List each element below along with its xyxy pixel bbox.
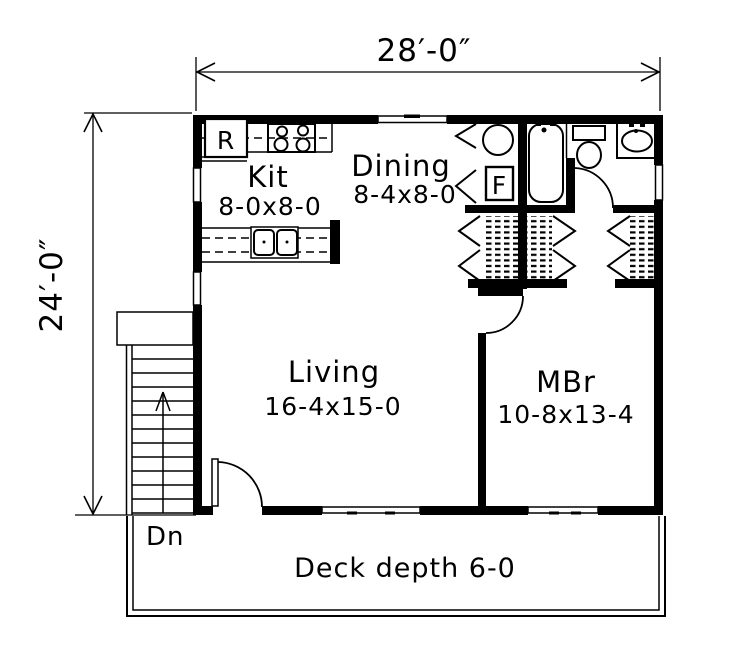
window-mullion <box>347 511 357 515</box>
window-mullion <box>385 511 395 515</box>
bathroom-door-swing <box>574 167 614 209</box>
kitchen: R Kit 8-0x8-0 <box>202 117 335 263</box>
bathroom <box>528 121 658 209</box>
kitchen-label: Kit <box>247 160 288 194</box>
mbr-label: MBr <box>536 365 596 399</box>
wall-bath-door-stub <box>566 158 575 213</box>
wall-left <box>193 305 202 515</box>
wall-kitchen-peninsula-stub <box>330 220 340 264</box>
wall-bath-bottom-right <box>613 205 663 213</box>
exterior-walls <box>193 115 663 515</box>
arrow-right-icon <box>640 62 661 82</box>
deck-door-leaf <box>211 458 219 507</box>
mbr-size-label: 10-8x13-4 <box>497 400 634 429</box>
wall-closet-bottom-left <box>468 279 567 288</box>
stair-landing <box>116 311 194 346</box>
height-dimension-label: 24′-0″ <box>34 238 70 333</box>
arrow-down-icon <box>83 495 103 516</box>
living-label: Living <box>288 355 380 389</box>
dimension-width: 28′-0″ <box>195 33 661 111</box>
living-size-label: 16-4x15-0 <box>264 392 401 421</box>
wall-bath-bottom-left <box>465 205 575 213</box>
arrow-left-icon <box>195 62 216 82</box>
wall-top <box>447 115 663 124</box>
interior-walls <box>330 124 663 508</box>
master-bedroom: MBr 10-8x13-4 <box>485 295 634 429</box>
window-bottom-living <box>321 506 421 514</box>
bathroom-sink-icon <box>616 121 658 159</box>
closets <box>457 215 654 282</box>
bifold-door-icon <box>454 123 477 204</box>
toilet-icon <box>572 125 606 169</box>
wall-top <box>196 115 378 124</box>
stove-icon <box>267 123 316 153</box>
refrigerator-icon <box>203 117 249 159</box>
wall-closet-bottom-right <box>615 279 663 288</box>
deck: Deck depth 6-0 <box>126 516 666 617</box>
wall-bottom <box>420 506 528 515</box>
bifold-door-icon <box>457 215 631 282</box>
window-left-lower <box>192 271 202 306</box>
closet-shelves <box>628 216 654 279</box>
wall-bottom <box>196 506 213 515</box>
window-left-upper <box>192 167 202 203</box>
window-mullion <box>571 511 581 515</box>
arrow-up-icon <box>83 112 103 133</box>
dimension-height: 24′-0″ <box>34 112 196 516</box>
wall-bottom <box>598 506 663 515</box>
windows <box>192 114 664 515</box>
wall-left <box>193 115 202 168</box>
window-right <box>654 164 664 201</box>
closet-shelves <box>527 216 552 279</box>
kitchen-sink-icon <box>250 226 299 259</box>
wall-right <box>654 200 663 515</box>
wall-bottom <box>262 506 322 515</box>
deck-outline-inner <box>132 516 660 611</box>
staircase: Dn <box>116 311 194 552</box>
kitchen-size-label: 8-0x8-0 <box>218 192 321 221</box>
deck-door-swing <box>217 461 263 508</box>
mbr-door-swing <box>485 295 524 334</box>
stair-direction-arrow-icon <box>155 391 171 513</box>
dining-size-label: 8-4x8-0 <box>353 180 456 209</box>
wall-living-mbr-partition <box>478 333 486 508</box>
wall-mbr-door-lip <box>478 288 523 296</box>
furnace-icon <box>484 165 515 202</box>
dining-label: Dining <box>351 149 451 183</box>
furnace-label: F <box>492 171 507 200</box>
utility-closet: F <box>454 123 515 204</box>
closet-shelves <box>483 216 518 279</box>
deck-label: Deck depth 6-0 <box>294 553 516 584</box>
deck-outline-outer <box>126 516 666 617</box>
bathtub-icon <box>528 122 564 203</box>
stairs-down-label: Dn <box>146 522 185 552</box>
width-dimension-label: 28′-0″ <box>377 33 472 69</box>
living-room: Living 16-4x15-0 <box>211 355 401 508</box>
window-mullion <box>549 511 559 515</box>
window-mullion <box>404 114 420 118</box>
water-heater-icon <box>482 124 514 156</box>
dining-room: Dining 8-4x8-0 <box>351 149 456 209</box>
refrigerator-label: R <box>217 126 235 155</box>
wall-right <box>654 115 663 165</box>
window-bottom-mbr <box>527 506 599 514</box>
wall-left <box>193 202 202 272</box>
